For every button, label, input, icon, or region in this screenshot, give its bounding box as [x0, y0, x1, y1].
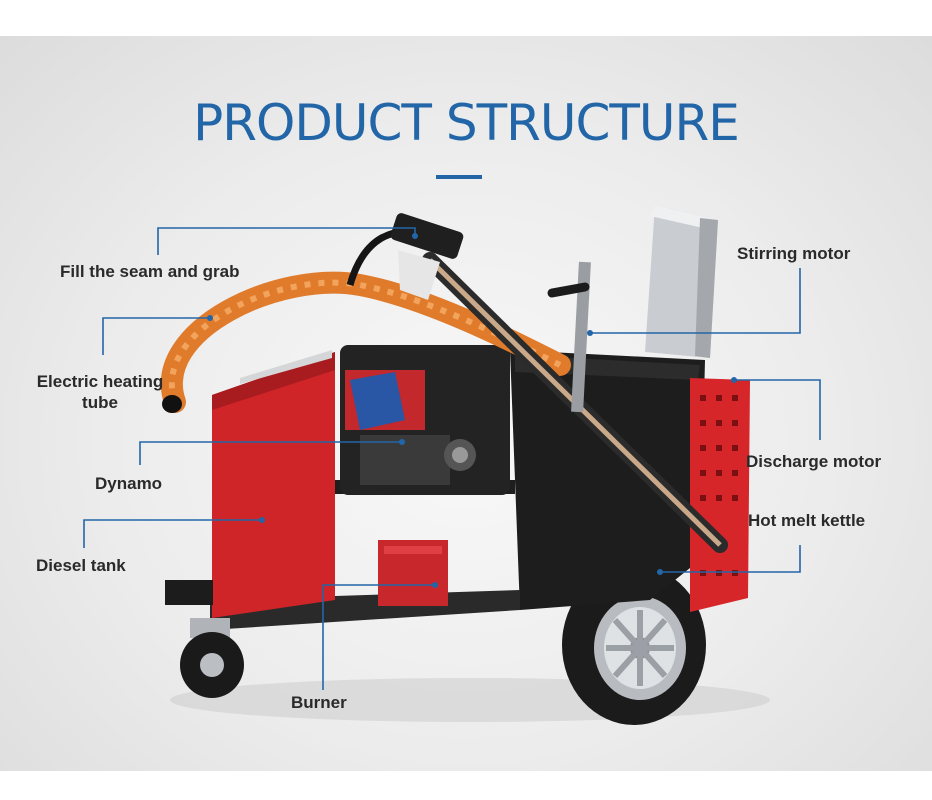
diesel-tank-cabinet [165, 350, 335, 618]
kettle-body [510, 350, 705, 610]
label-electric-heating-tube: Electric heating tube [36, 372, 164, 412]
rear-wheel [562, 565, 706, 725]
title-underline [436, 175, 482, 179]
chimney [645, 205, 718, 358]
front-caster [180, 618, 244, 698]
label-hot-melt-kettle: Hot melt kettle [748, 511, 866, 530]
label-fill-the-seam-and-grab: Fill the seam and grab [60, 262, 240, 281]
label-burner: Burner [291, 693, 347, 712]
label-discharge-motor: Discharge motor [746, 452, 882, 471]
callout-lines [83, 227, 821, 690]
applicator-arm [422, 252, 728, 553]
discharge-panel [690, 378, 750, 612]
grab-handle [346, 213, 464, 300]
label-dynamo: Dynamo [95, 474, 163, 493]
label-diesel-tank: Diesel tank [36, 556, 126, 575]
burner-box [378, 540, 448, 606]
page-title: PRODUCT STRUCTURE [193, 94, 740, 152]
dynamo-engine [340, 345, 510, 495]
label-stirring-motor: Stirring motor [737, 244, 851, 263]
